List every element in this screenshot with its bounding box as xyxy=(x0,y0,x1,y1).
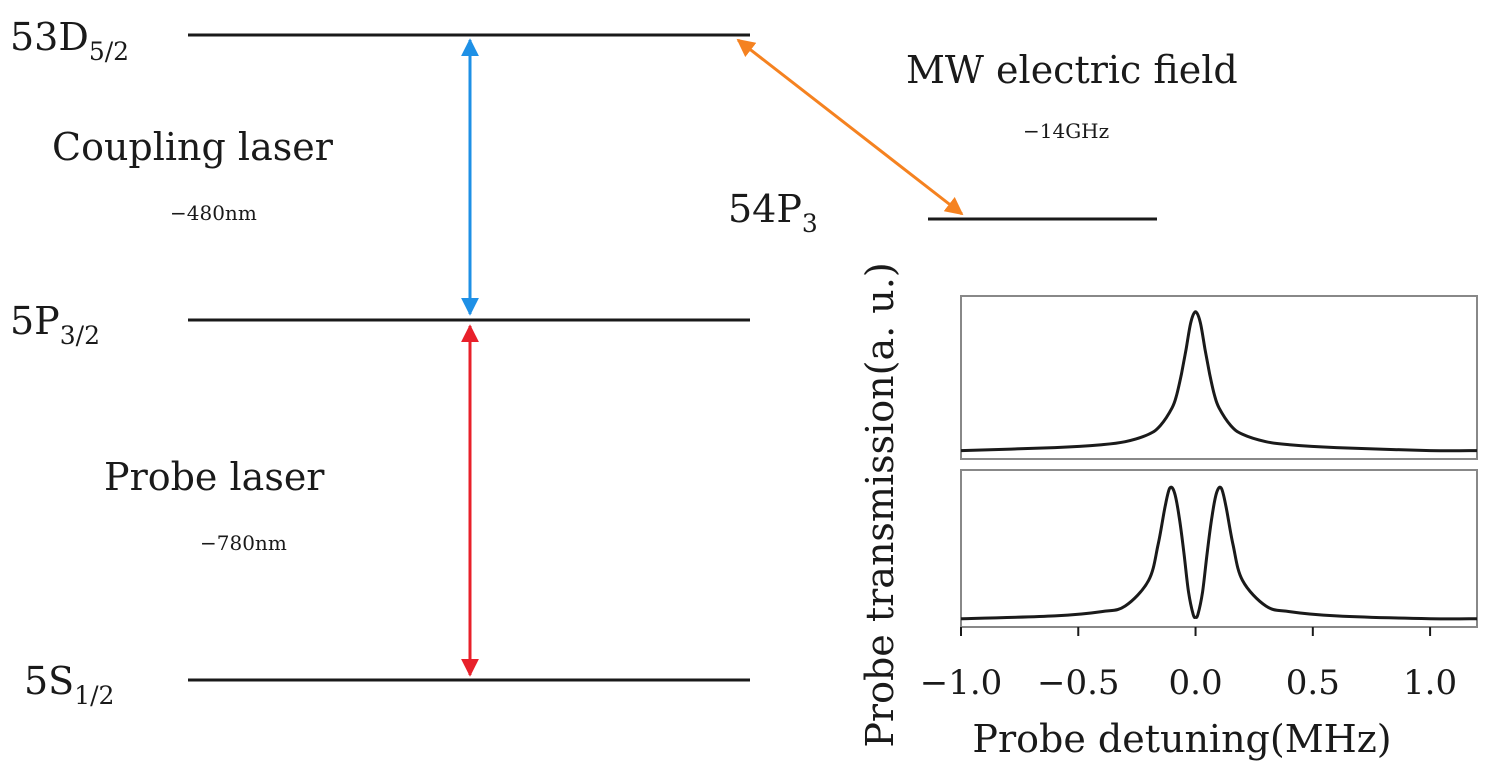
level-5s-label: 5S1/2 xyxy=(24,659,114,710)
bottom-panel-curve xyxy=(960,485,1478,621)
level-53d-label: 53D5/2 xyxy=(10,15,129,66)
x-tick-label: 0.0 xyxy=(1169,663,1223,703)
mw-label: MW electric field xyxy=(906,48,1238,92)
probe-label: Probe laser xyxy=(104,455,325,499)
probe-wavelength: −780nm xyxy=(200,531,287,555)
x-tick-label: −0.5 xyxy=(1037,663,1120,703)
level-54p-label: 54P3 xyxy=(728,187,818,238)
top-panel-frame xyxy=(960,295,1478,460)
level-5p-label: 5P3/2 xyxy=(10,299,100,350)
y-axis-label: Probe transmission(a. u.) xyxy=(858,262,902,747)
top-panel-curve xyxy=(960,310,1478,453)
x-axis-label: Probe detuning(MHz) xyxy=(972,717,1391,761)
transmission-chart: −1.0 −0.5 0.0 0.5 1.0 Probe detuning(MHz) Pr… xyxy=(858,262,1478,761)
x-tick-label: 1.0 xyxy=(1403,663,1457,703)
mw-frequency: −14GHz xyxy=(1023,119,1109,143)
x-tick-label: 0.5 xyxy=(1286,663,1340,703)
coupling-wavelength: −480nm xyxy=(170,201,257,225)
x-tick-label: −1.0 xyxy=(920,663,1003,703)
mw-arrow xyxy=(736,38,964,216)
coupling-label: Coupling laser xyxy=(52,125,334,169)
bottom-panel-frame xyxy=(960,469,1478,628)
